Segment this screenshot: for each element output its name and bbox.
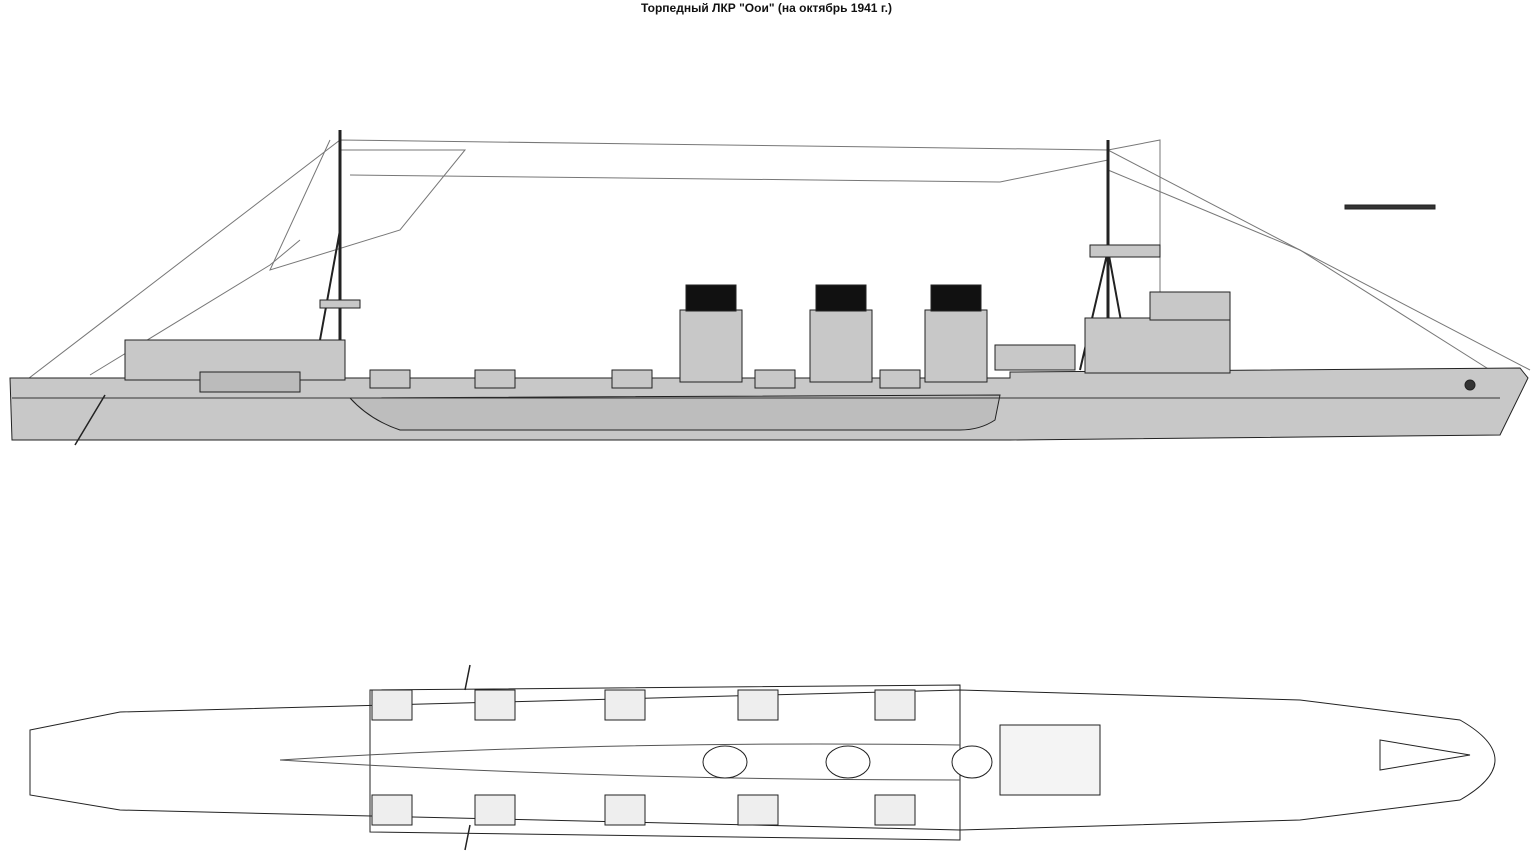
scale-bar (1344, 204, 1436, 210)
torpedo-mounts-plan (371, 689, 916, 826)
drawing-title: Торпедный ЛКР "Оои" (на октябрь 1941 г.) (641, 1, 892, 15)
torpedo-bulge (348, 394, 1001, 431)
rigging-lines (19, 139, 1531, 386)
funnels (679, 284, 988, 383)
bridge (1084, 317, 1231, 374)
funnel-tops-plan (702, 745, 993, 779)
mainmast (319, 130, 361, 341)
torpedo-mounts-side (369, 369, 921, 389)
foremast (1079, 140, 1161, 371)
plan-view (29, 664, 1496, 851)
side-profile-view (9, 130, 1531, 446)
